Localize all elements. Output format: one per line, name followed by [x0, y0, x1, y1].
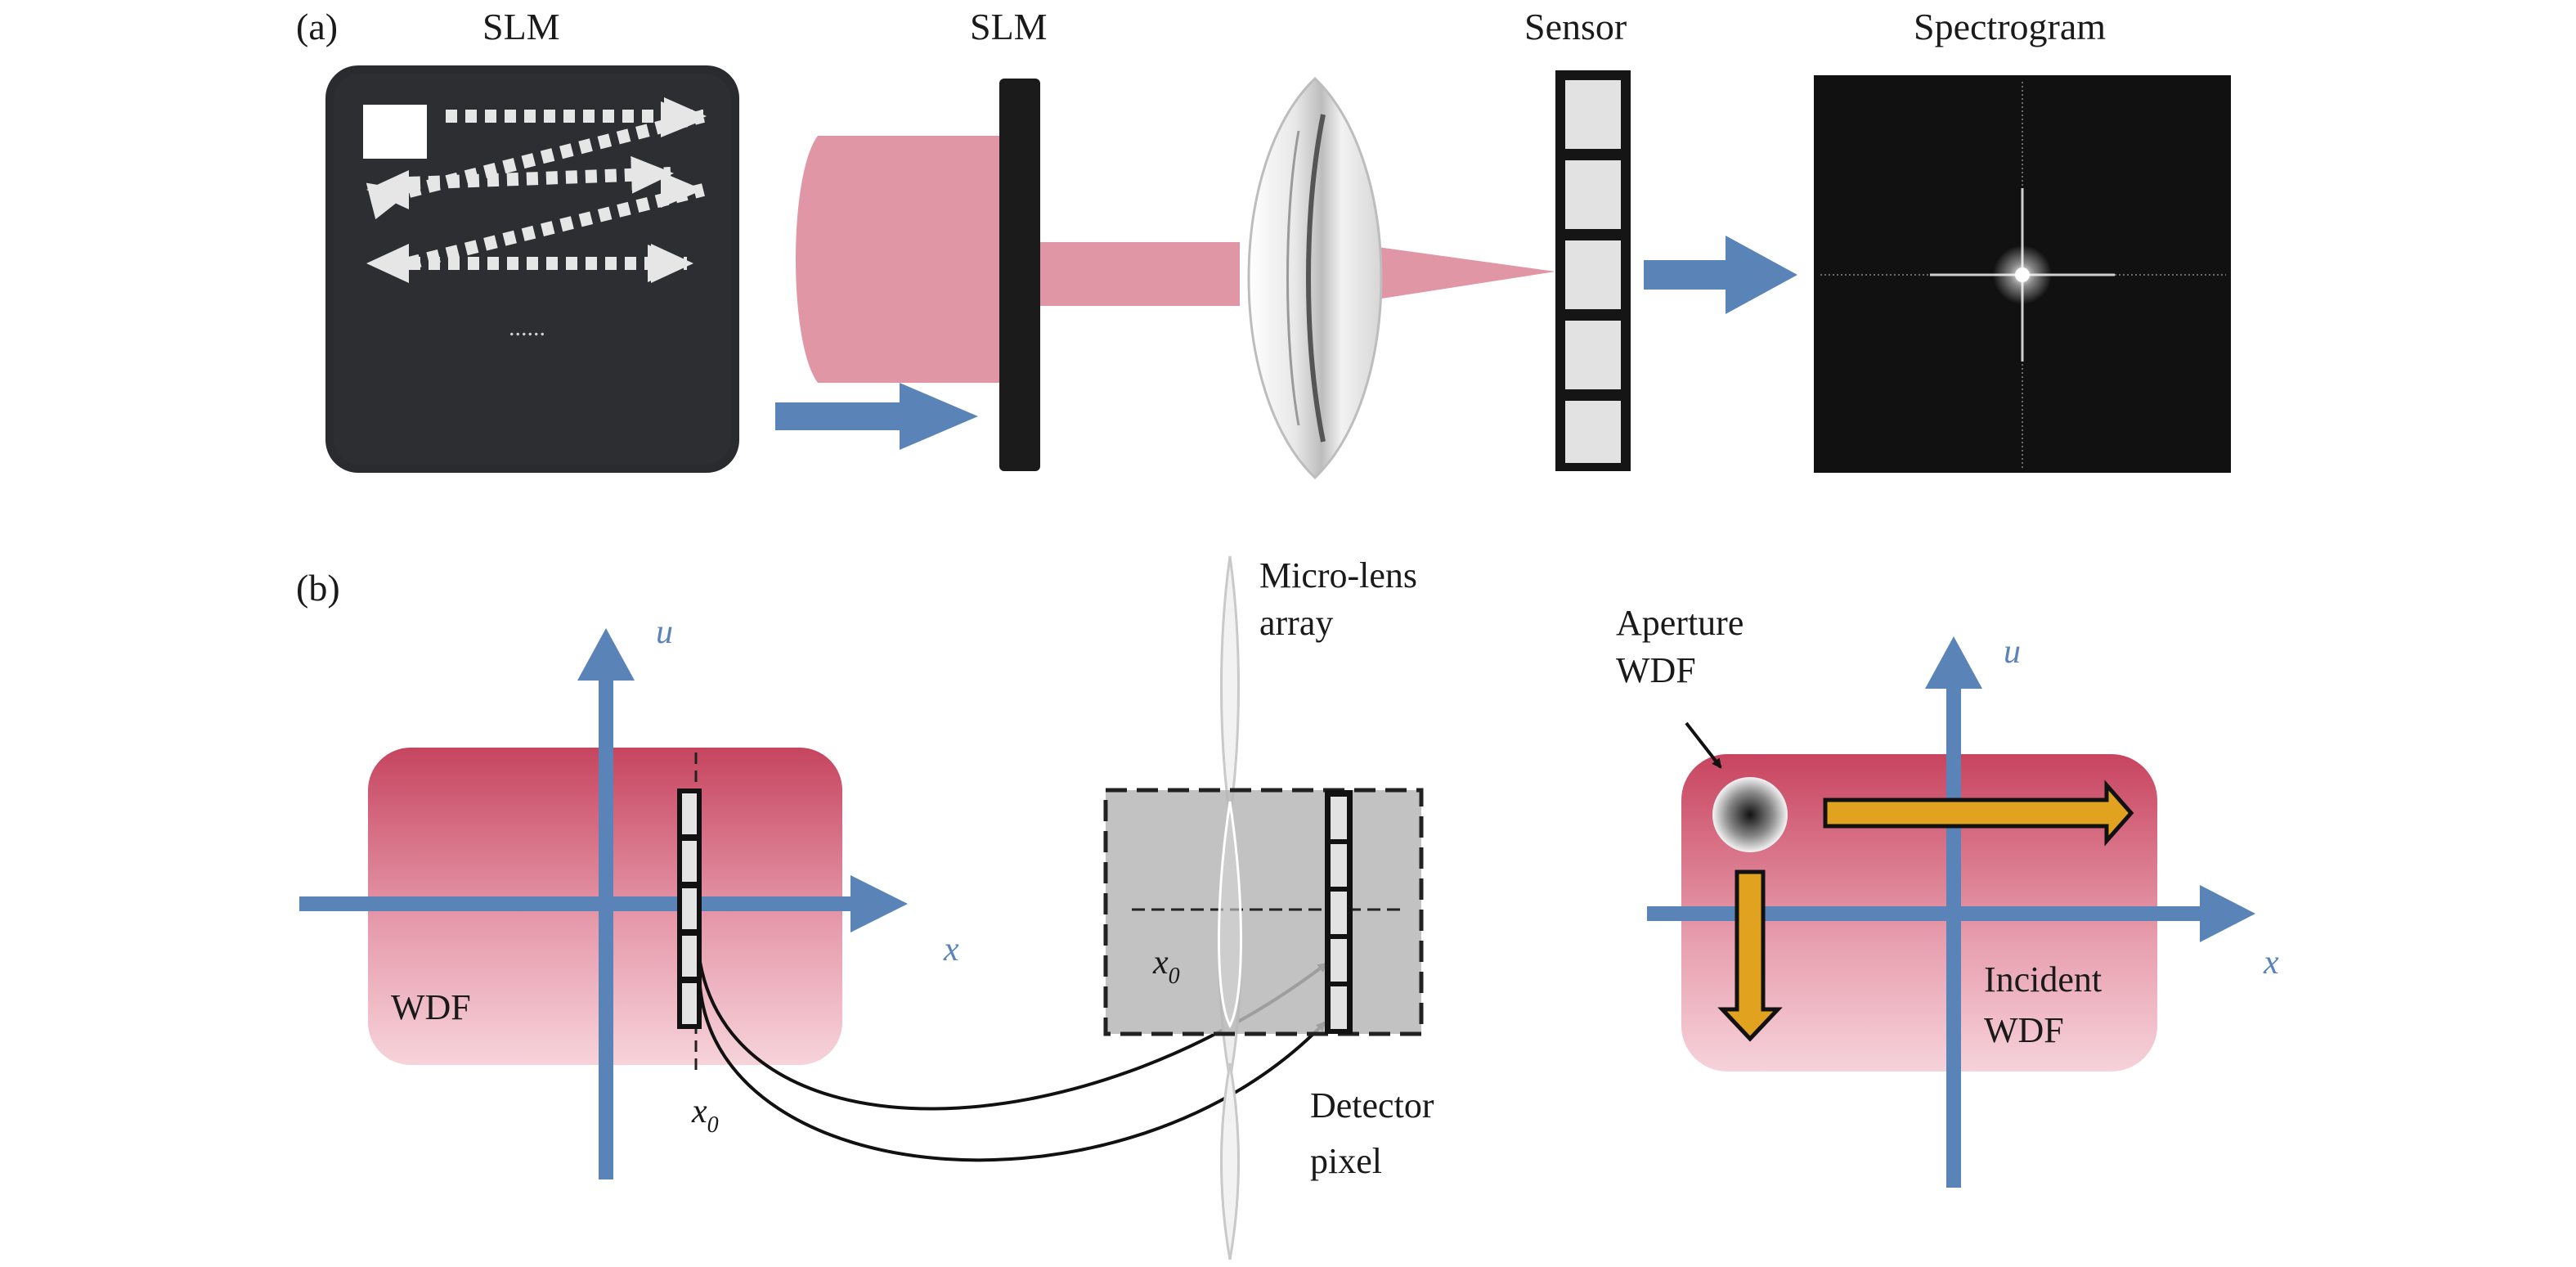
panel-b-tag: (b) [296, 567, 340, 609]
u-axis-arrow-2 [1925, 636, 1982, 689]
spectrogram-label: Spectrogram [1914, 6, 2106, 47]
input-arrow [775, 383, 978, 450]
u-axis-arrow [577, 628, 635, 681]
orange-right-arrow [1823, 780, 2134, 847]
micro-lens-label: Micro-lens array [1259, 555, 1426, 643]
raster-scan-arrows [366, 97, 707, 282]
pink-beam [796, 136, 1555, 383]
u-axis-label-2: u [2004, 633, 2021, 671]
lens-x0-label: x0 [1152, 944, 1180, 989]
sensor-label: Sensor [1524, 6, 1627, 47]
lens [1247, 76, 1383, 480]
x-axis-arrow-2 [2200, 885, 2255, 942]
spectrogram [1814, 75, 2231, 473]
panel-a-tag: (a) [296, 6, 338, 47]
slm-screen [325, 65, 739, 473]
aperture-plot: u x Aperture WDF Incident WDF [1616, 603, 2279, 1188]
detector-box [1103, 788, 1424, 1036]
slm-pixel-square [363, 105, 427, 159]
x-axis-label-2: x [2263, 944, 2279, 982]
orange-down-arrow [1717, 869, 1783, 1042]
u-axis-label: u [656, 613, 673, 651]
output-arrow [1644, 236, 1797, 314]
slm-bar [999, 79, 1040, 471]
slm-screen-label: SLM [482, 6, 560, 47]
sensor [1555, 70, 1631, 471]
x-axis-arrow [850, 875, 908, 932]
ellipsis: ...... [509, 314, 545, 341]
aperture-wdf-label: Aperture WDF [1616, 603, 1752, 690]
x0-label: x0 [691, 1093, 719, 1138]
aperture-wdf-spot [1712, 777, 1788, 852]
incident-wdf-label: Incident WDF [1984, 959, 2111, 1050]
wdf-plot: u x WDF x0 [299, 613, 959, 1179]
pixel-strip [677, 789, 702, 1029]
detector-pixel-label: Detector pixel [1310, 1085, 1443, 1181]
raster-arrow-heads [366, 101, 705, 283]
x-axis-label: x [943, 931, 959, 968]
slm-label: SLM [970, 6, 1048, 47]
wdf-label: WDF [391, 987, 471, 1027]
